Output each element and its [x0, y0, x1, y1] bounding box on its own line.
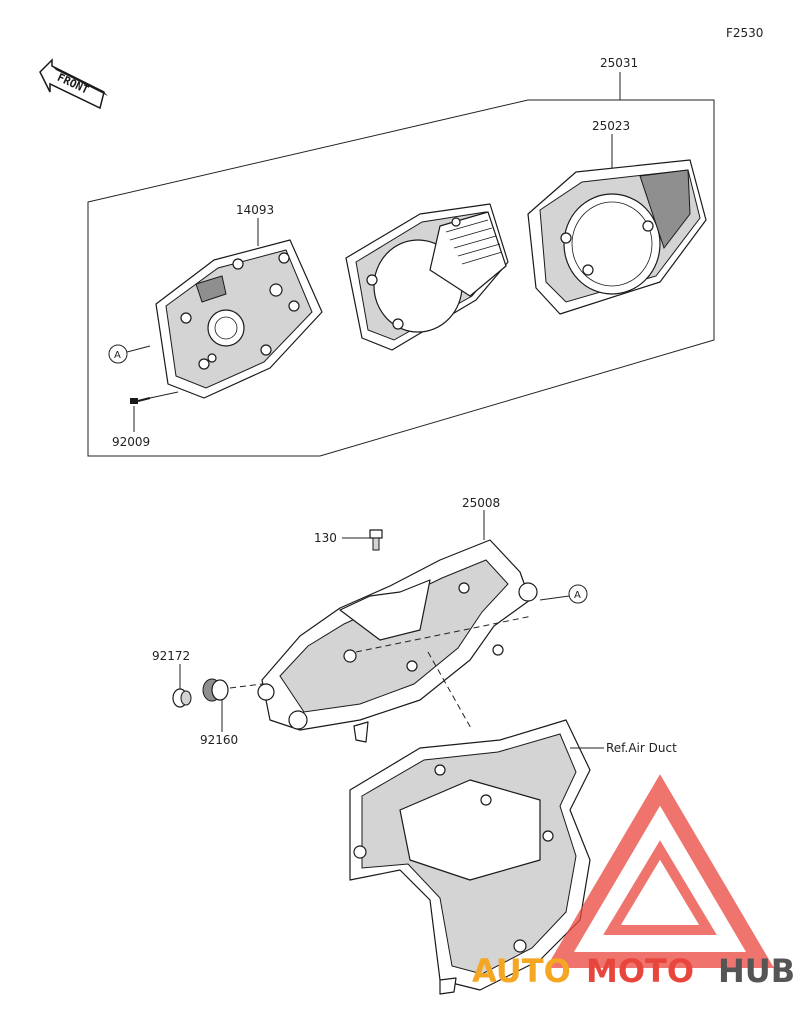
callout-92160: 92160 — [200, 733, 238, 747]
bracket-25008 — [257, 539, 538, 743]
meter-case — [155, 239, 323, 399]
collar-92172 — [172, 664, 192, 708]
screw-92009 — [130, 391, 179, 404]
callout-ref-air-duct: Ref.Air Duct — [606, 741, 677, 755]
figure-code: F2530 — [726, 26, 763, 40]
grommet-92160 — [202, 678, 263, 732]
ref-a-left-label: A — [114, 350, 121, 361]
meter-unit — [345, 203, 509, 351]
ref-a-left-marker: A — [108, 344, 151, 364]
ref-a-right-marker: A — [539, 584, 588, 604]
meter-assembly-frame — [87, 72, 715, 457]
ref-a-right-label: A — [574, 590, 581, 601]
alignment-line-duct — [427, 651, 473, 731]
callout-25031: 25031 — [600, 56, 638, 70]
callout-25023: 25023 — [592, 119, 630, 133]
callout-25008: 25008 — [462, 496, 500, 510]
watermark-logo: AUTO MOTO HUB — [472, 774, 795, 990]
callout-92172: 92172 — [152, 649, 190, 663]
meter-cover — [527, 159, 707, 315]
watermark-auto: AUTO — [472, 952, 571, 990]
callout-130: 130 — [314, 531, 337, 545]
air-duct — [349, 719, 591, 995]
callout-14093: 14093 — [236, 203, 274, 217]
watermark-moto: MOTO — [586, 952, 694, 990]
callout-92009: 92009 — [112, 435, 150, 449]
front-arrow-icon: FRONT — [39, 58, 108, 110]
watermark-hub: HUB — [718, 952, 795, 990]
bolt-130 — [342, 529, 383, 551]
